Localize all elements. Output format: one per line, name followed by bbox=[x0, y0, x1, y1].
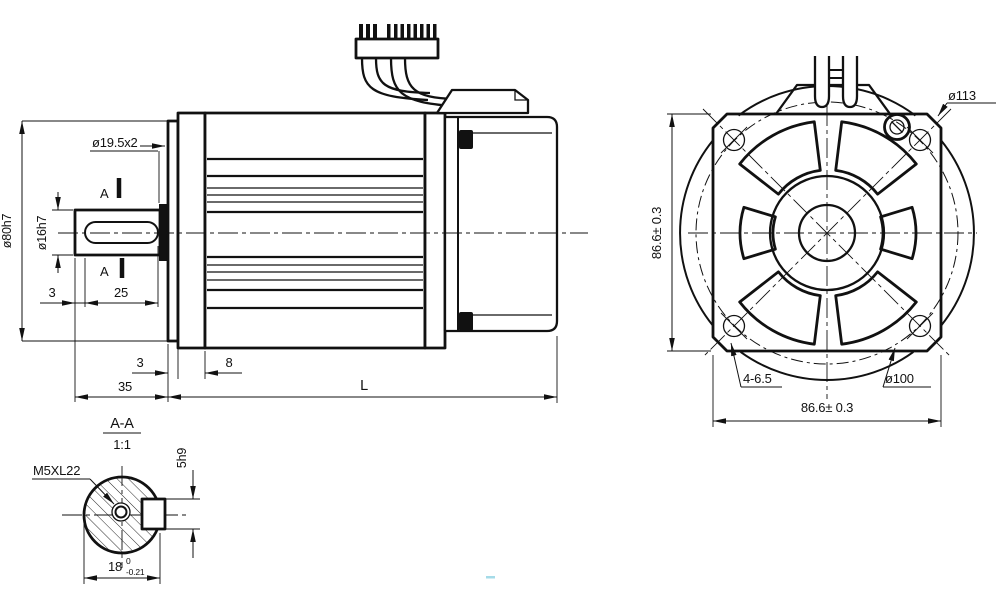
flange-plate bbox=[176, 111, 207, 350]
section-scale: 1:1 bbox=[113, 437, 130, 452]
dim-flange-width: 86.6± 0.3 bbox=[801, 400, 853, 415]
bolt-circle bbox=[695, 101, 959, 365]
terminal-housing bbox=[775, 83, 891, 115]
shaft-collar bbox=[159, 204, 169, 261]
side-view-dimensions: ø80h7 ø16h7 ø19.5x2 A A 3 25 3 8 bbox=[0, 120, 558, 403]
connector-block bbox=[354, 24, 440, 60]
motor-body bbox=[203, 111, 427, 350]
dim-mounting-holes: 4-6.5 bbox=[743, 371, 772, 386]
section-mark-top: A bbox=[100, 186, 109, 201]
front-view bbox=[679, 56, 977, 399]
cooling-vents bbox=[738, 120, 918, 346]
dim-pilot-diameter: ø80h7 bbox=[0, 214, 14, 249]
tolerance-upper: 0 bbox=[126, 556, 131, 566]
dim-total-length: L bbox=[360, 378, 368, 394]
cables bbox=[360, 57, 456, 108]
front-diagonal-2 bbox=[702, 108, 952, 358]
mounting-holes bbox=[720, 126, 934, 340]
top-housing-step bbox=[514, 90, 528, 101]
dim-shaft-diameter: ø16h7 bbox=[35, 216, 49, 251]
encoder-clip-top bbox=[459, 130, 473, 149]
rear-end-bell bbox=[423, 111, 447, 350]
dim-key-width: 5h9 bbox=[175, 448, 189, 469]
scan-artifact bbox=[486, 576, 495, 579]
callout-boss: ø19.5x2 bbox=[92, 135, 138, 150]
pilot-boss bbox=[166, 119, 180, 343]
key-section bbox=[140, 497, 167, 531]
top-housing bbox=[435, 88, 530, 115]
dim-bolt-circle: ø100 bbox=[885, 371, 914, 386]
connector-pins bbox=[359, 24, 437, 39]
tapped-hole bbox=[114, 505, 128, 519]
tolerance-lower: -0.21 bbox=[126, 567, 145, 577]
cooling-fins bbox=[207, 157, 423, 310]
dim-shaft-extension: 35 bbox=[118, 379, 132, 394]
section-title: A-A bbox=[110, 416, 134, 432]
front-view-dimensions: ø113 86.6± 0.3 86.6± 0.3 4-6.5 ø100 bbox=[649, 88, 996, 427]
flange-outline bbox=[711, 112, 943, 353]
section-view: A-A 1:1 M5XL22 5h9 18 0 -0.21 bbox=[32, 416, 200, 584]
encoder-clip-bottom bbox=[459, 312, 473, 331]
section-mark-bottom: A bbox=[100, 264, 109, 279]
wire-left bbox=[813, 56, 831, 109]
thread-callout: M5XL22 bbox=[33, 463, 80, 478]
body-circle bbox=[679, 85, 975, 381]
dim-key-start: 3 bbox=[48, 285, 55, 300]
dim-across-flat: 18 bbox=[108, 559, 122, 574]
side-view bbox=[58, 24, 588, 350]
dim-outer-diameter: ø113 bbox=[948, 88, 976, 103]
shaft-keyway bbox=[84, 221, 159, 244]
dim-flange-thickness: 8 bbox=[225, 355, 232, 370]
shaft-circle-inner bbox=[797, 203, 857, 263]
wire-right bbox=[841, 56, 859, 109]
encoder-cover bbox=[443, 115, 559, 333]
dim-pilot-depth: 3 bbox=[136, 355, 143, 370]
dim-key-length: 25 bbox=[114, 285, 128, 300]
screw-head bbox=[883, 113, 911, 141]
dim-flange-height: 86.6± 0.3 bbox=[649, 207, 664, 259]
